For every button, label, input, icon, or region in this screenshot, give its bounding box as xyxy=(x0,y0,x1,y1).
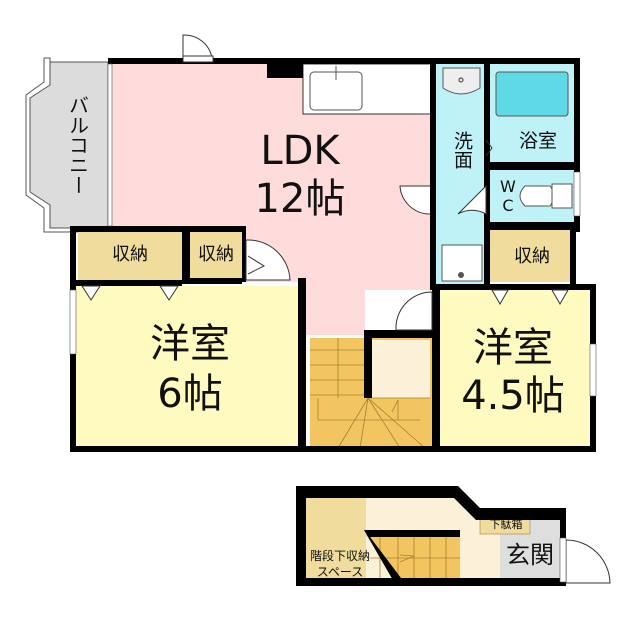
storage-label-3: 収納 xyxy=(514,245,550,267)
fridge-block xyxy=(267,62,303,78)
western-room-6-area xyxy=(76,286,304,448)
toilet-icon xyxy=(519,185,555,207)
bathroom-label: 浴室 xyxy=(518,130,557,153)
western-room-45-label: 洋室 xyxy=(473,325,553,371)
storage-area-3 xyxy=(490,230,574,282)
door-ldk-wash-icon xyxy=(399,185,431,215)
western-room-6-label: 洋室 xyxy=(150,321,230,367)
balcony-label: バルコニー xyxy=(65,95,90,195)
shoe-cabinet-label: 下駄箱 xyxy=(489,518,523,532)
bathtub-icon xyxy=(495,71,569,117)
storage-area-2 xyxy=(190,232,242,280)
storage-area-1 xyxy=(78,232,182,280)
lower-stairs-area xyxy=(366,535,460,580)
western-room-45-size: 4.5帖 xyxy=(461,373,565,419)
door-top-icon xyxy=(182,34,213,59)
wc-label: WC xyxy=(498,177,518,215)
ldk-area xyxy=(112,62,432,335)
ldk-label: LDK xyxy=(260,128,340,174)
washroom-label: 洗面 xyxy=(450,131,473,169)
western-room-45-area xyxy=(440,290,590,446)
ldk-size-label: 12帖 xyxy=(254,176,346,222)
storage-label-1: 収納 xyxy=(112,243,148,265)
under-stair-storage-label-2: スペース xyxy=(316,564,364,579)
under-stair-storage-label-1: 階段下収納 xyxy=(309,548,370,563)
washbasin-icon xyxy=(442,67,481,95)
under-stair-storage-triangle xyxy=(300,535,366,580)
door-entrance-icon xyxy=(565,539,611,584)
door-wc-icon xyxy=(457,184,487,215)
entrance-label: 玄関 xyxy=(506,541,554,570)
storage-label-2: 収納 xyxy=(198,243,234,265)
western-room-6-size: 6帖 xyxy=(157,371,223,417)
door-room45-icon xyxy=(395,291,433,331)
